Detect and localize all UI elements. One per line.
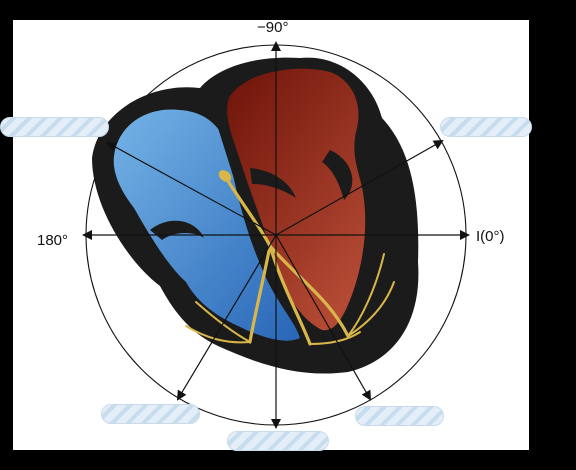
axis-60deg — [275, 234, 371, 401]
label-lead-I: I(0°) — [476, 228, 505, 245]
answer-blank-upper-right[interactable] — [440, 117, 532, 137]
label-180: 180° — [37, 232, 69, 249]
answer-blank-bottom[interactable] — [227, 431, 329, 451]
lead-axes — [82, 41, 470, 429]
axis-minus150deg — [106, 142, 277, 236]
axis-120deg — [176, 234, 277, 401]
left-heart-chambers — [227, 68, 366, 331]
valve-flap-center — [250, 168, 296, 198]
label-minus90: −90° — [257, 19, 289, 36]
answer-blank-lower-right[interactable] — [355, 406, 444, 426]
valve-flap-red — [322, 150, 353, 200]
answer-blank-lower-left[interactable] — [101, 404, 200, 424]
av-node — [218, 170, 232, 182]
answer-blank-upper-left[interactable] — [0, 117, 109, 137]
septum-wedge — [218, 120, 262, 234]
axis-minus30deg — [275, 140, 444, 236]
right-heart-chambers — [113, 109, 300, 341]
